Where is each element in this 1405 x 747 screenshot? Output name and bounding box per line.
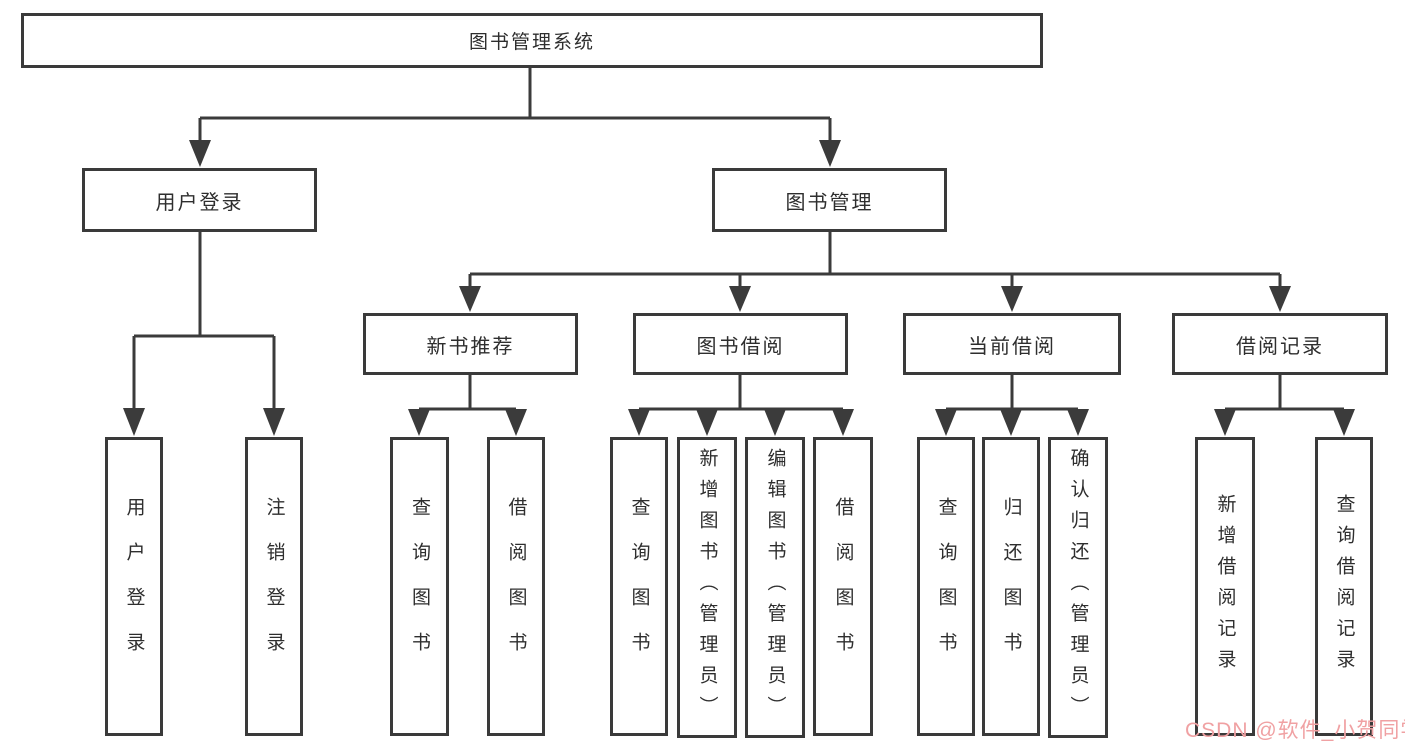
node-new-book-recommend: 新书推荐 bbox=[363, 313, 578, 375]
node-cb-query-books: 查询图书 bbox=[917, 437, 975, 736]
node-user-login-leaf: 用户登录 bbox=[105, 437, 163, 736]
csdn-watermark: CSDN @软件_小贺同学 bbox=[1185, 719, 1405, 742]
node-book-management: 图书管理 bbox=[712, 168, 947, 232]
connector-book-borrowing bbox=[639, 375, 843, 411]
node-br-query-record: 查询借阅记录 bbox=[1315, 437, 1373, 736]
node-nbr-query-books: 查询图书 bbox=[390, 437, 449, 736]
node-bb-query-books: 查询图书 bbox=[610, 437, 668, 736]
node-logout: 注销登录 bbox=[245, 437, 303, 736]
node-bb-borrow-books: 借阅图书 bbox=[813, 437, 873, 736]
node-br-add-record: 新增借阅记录 bbox=[1195, 437, 1255, 736]
node-current-borrowing: 当前借阅 bbox=[903, 313, 1121, 375]
node-nbr-borrow-books: 借阅图书 bbox=[487, 437, 545, 736]
node-borrowing-records: 借阅记录 bbox=[1172, 313, 1388, 375]
arrowheads bbox=[123, 140, 1355, 436]
connector-root bbox=[198, 68, 832, 142]
node-cb-return-books: 归还图书 bbox=[982, 437, 1040, 736]
node-bb-add-books-admin: 新增图书（管理员） bbox=[677, 437, 737, 738]
node-root: 图书管理系统 bbox=[21, 13, 1043, 68]
connector-new-book-recommend bbox=[419, 375, 516, 411]
node-user-login: 用户登录 bbox=[82, 168, 317, 232]
connector-current-borrowing bbox=[946, 375, 1078, 411]
node-book-borrowing: 图书借阅 bbox=[633, 313, 848, 375]
connector-book-management bbox=[468, 232, 1282, 288]
connector-borrowing-records bbox=[1225, 375, 1344, 411]
node-bb-edit-books-admin: 编辑图书（管理员） bbox=[745, 437, 805, 738]
connector-user-login bbox=[132, 232, 276, 410]
node-cb-confirm-return-admin: 确认归还（管理员） bbox=[1048, 437, 1108, 738]
